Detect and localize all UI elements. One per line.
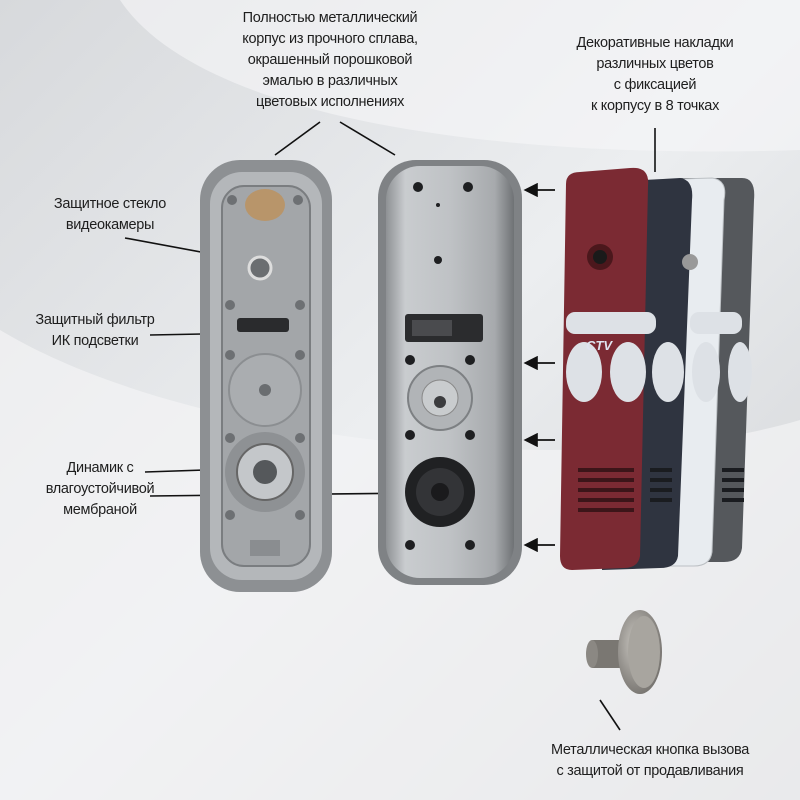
caption-line: Защитный фильтр — [35, 312, 155, 328]
caption-line: Защитное стекло — [53, 196, 167, 212]
caption-camera-glass: Защитное стекло видеокамеры — [20, 194, 200, 236]
caption-housing: Полностью металлический корпус из прочно… — [200, 8, 460, 113]
caption-line: Полностью металлический — [242, 10, 418, 26]
caption-line: различных цветов — [596, 56, 714, 72]
caption-call-button: Металлическая кнопка вызова с защитой от… — [500, 740, 800, 782]
cover-arrows — [523, 182, 555, 553]
closed-housing — [378, 160, 522, 585]
caption-line: ИК подсветки — [51, 333, 139, 349]
caption-line: Металлическая кнопка вызова — [550, 742, 750, 758]
caption-line: корпус из прочного сплава, — [242, 31, 418, 47]
caption-line: влагоустойчивой — [45, 481, 155, 497]
caption-line: мембраной — [63, 502, 137, 518]
caption-speaker: Динамик с влагоустойчивой мембраной — [10, 458, 190, 521]
caption-ir-filter: Защитный фильтр ИК подсветки — [5, 310, 185, 352]
caption-line: цветовых исполнениях — [255, 94, 405, 110]
open-housing — [200, 160, 332, 592]
caption-line: к корпусу в 8 точках — [590, 98, 720, 114]
caption-covers: Декоративные накладки различных цветов с… — [530, 33, 780, 117]
call-button-knob — [586, 610, 662, 694]
caption-line: с фиксацией — [613, 77, 697, 93]
caption-line: с защитой от продавливания — [556, 763, 744, 779]
decorative-covers — [560, 167, 755, 570]
cover-logo: CTV — [586, 338, 612, 353]
caption-line: Декоративные накладки — [576, 35, 734, 51]
caption-line: Динамик с — [66, 460, 134, 476]
caption-line: эмалью в различных — [262, 73, 398, 89]
caption-line: окрашенный порошковой — [247, 52, 413, 68]
caption-line: видеокамеры — [65, 217, 155, 233]
